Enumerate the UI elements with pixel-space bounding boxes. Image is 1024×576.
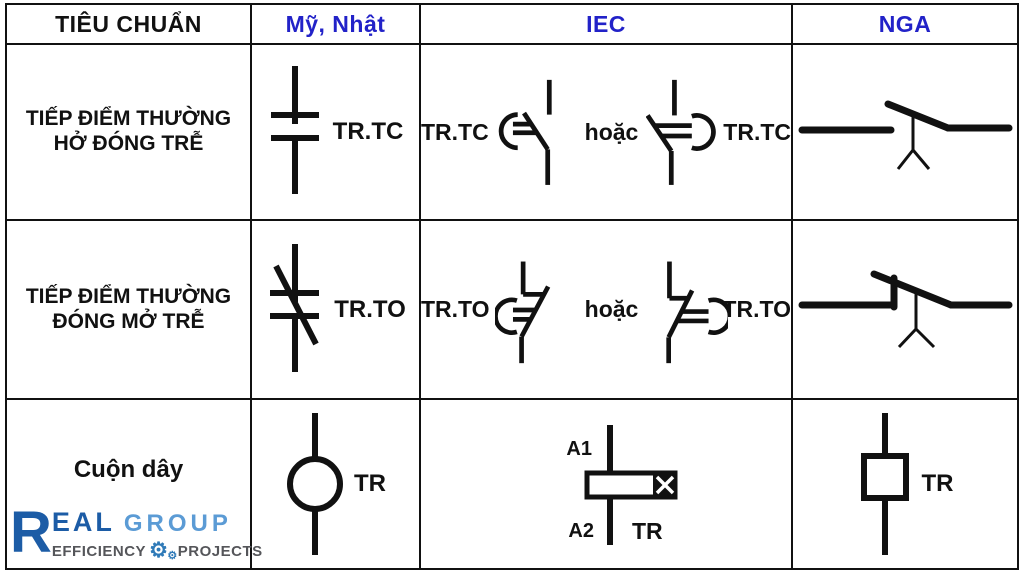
us-jp-no-delayed-contact-icon [270,66,319,194]
gear-icon: ⚙ [149,539,169,562]
row-nc-us-jp-cell: TR.TO [252,221,421,400]
iec-coil-terminal-a2: A2 [568,520,594,542]
iec-nc-delayed-contact-left-icon [494,261,550,363]
header-iec: IEC [421,5,793,45]
iec-nc-right-label: TR.TO [722,296,791,322]
row-coil-label-cell: Cuộn dây [7,400,252,568]
us-jp-no-label: TR.TC [332,118,404,145]
row-no-label-cell: TIẾP ĐIỂM THƯỜNG HỞ ĐÓNG TRỄ [7,45,252,221]
iec-no-delayed-contact-right-icon [646,79,717,185]
us-jp-coil-label: TR [354,470,386,497]
header-iec-label: IEC [586,10,626,37]
logo-brand-secondary: GROUP [123,510,232,537]
row-coil-us-jp-cell: TR [252,400,421,568]
row-coil-label: Cuộn dây [73,455,184,483]
iec-no-left-label: TR.TC [421,118,489,145]
row-coil-iec-cell: A1 A2 TR [421,400,793,568]
row-nc-nga-cell [793,221,1017,400]
iec-coil-terminal-a1: A1 [566,438,592,460]
iec-no-delayed-contact-left-icon [498,79,552,185]
header-nga-label: NGA [878,10,932,37]
row-no-nga-cell [793,45,1017,221]
real-group-logo: R EAL GROUP EFFICIENCY ⚙ ⚙ PROJECTS [10,500,263,565]
iec-nc-delayed-contact-right-icon [666,261,729,363]
logo-tagline-left: EFFICIENCY [51,542,147,560]
iec-nc-left-label: TR.TO [421,296,490,322]
logo-tagline-right: PROJECTS [177,542,263,560]
iec-or-label: hoặc [584,118,639,145]
header-my-nhat: Mỹ, Nhật [252,5,421,45]
header-my-nhat-label: Mỹ, Nhật [285,10,386,37]
row-coil-nga-cell: TR [793,400,1017,568]
symbol-table: TIÊU CHUẨN Mỹ, Nhật IEC NGA TIẾP ĐIỂM TH… [5,3,1019,570]
us-jp-nc-label: TR.TO [334,295,406,323]
gear-small-icon: ⚙ [167,550,178,562]
iec-coil-icon: A1 A2 TR [566,425,677,545]
iec-coil-label: TR [632,518,663,544]
nga-nc-delayed-contact-icon [798,270,1012,348]
row-nc-iec-cell: TR.TO hoặc TR.TO [421,221,793,400]
row-no-label: TIẾP ĐIỂM THƯỜNG HỞ ĐÓNG TRỄ [25,107,232,155]
header-standard: TIÊU CHUẨN [7,5,252,45]
header-nga: NGA [793,5,1017,45]
header-standard-label: TIÊU CHUẨN [55,10,202,37]
logo-brand-rest: EAL [51,507,115,537]
nga-coil-label: TR [921,470,954,497]
logo-letter-r: R [10,500,52,565]
row-nc-label-cell: TIẾP ĐIỂM THƯỜNG ĐÓNG MỞ TRỄ [7,221,252,400]
nga-coil-icon [860,413,909,555]
iec-no-right-label: TR.TC [723,118,791,145]
us-jp-coil-icon [287,413,343,555]
row-no-iec-cell: TR.TC hoặc TR.TC [421,45,793,221]
nga-no-delayed-contact-icon [798,100,1012,170]
row-no-us-jp-cell: TR.TC [252,45,421,221]
iec-or-label: hoặc [584,296,639,322]
row-nc-label: TIẾP ĐIỂM THƯỜNG ĐÓNG MỞ TRỄ [25,284,232,333]
us-jp-nc-delayed-contact-icon [270,243,320,372]
